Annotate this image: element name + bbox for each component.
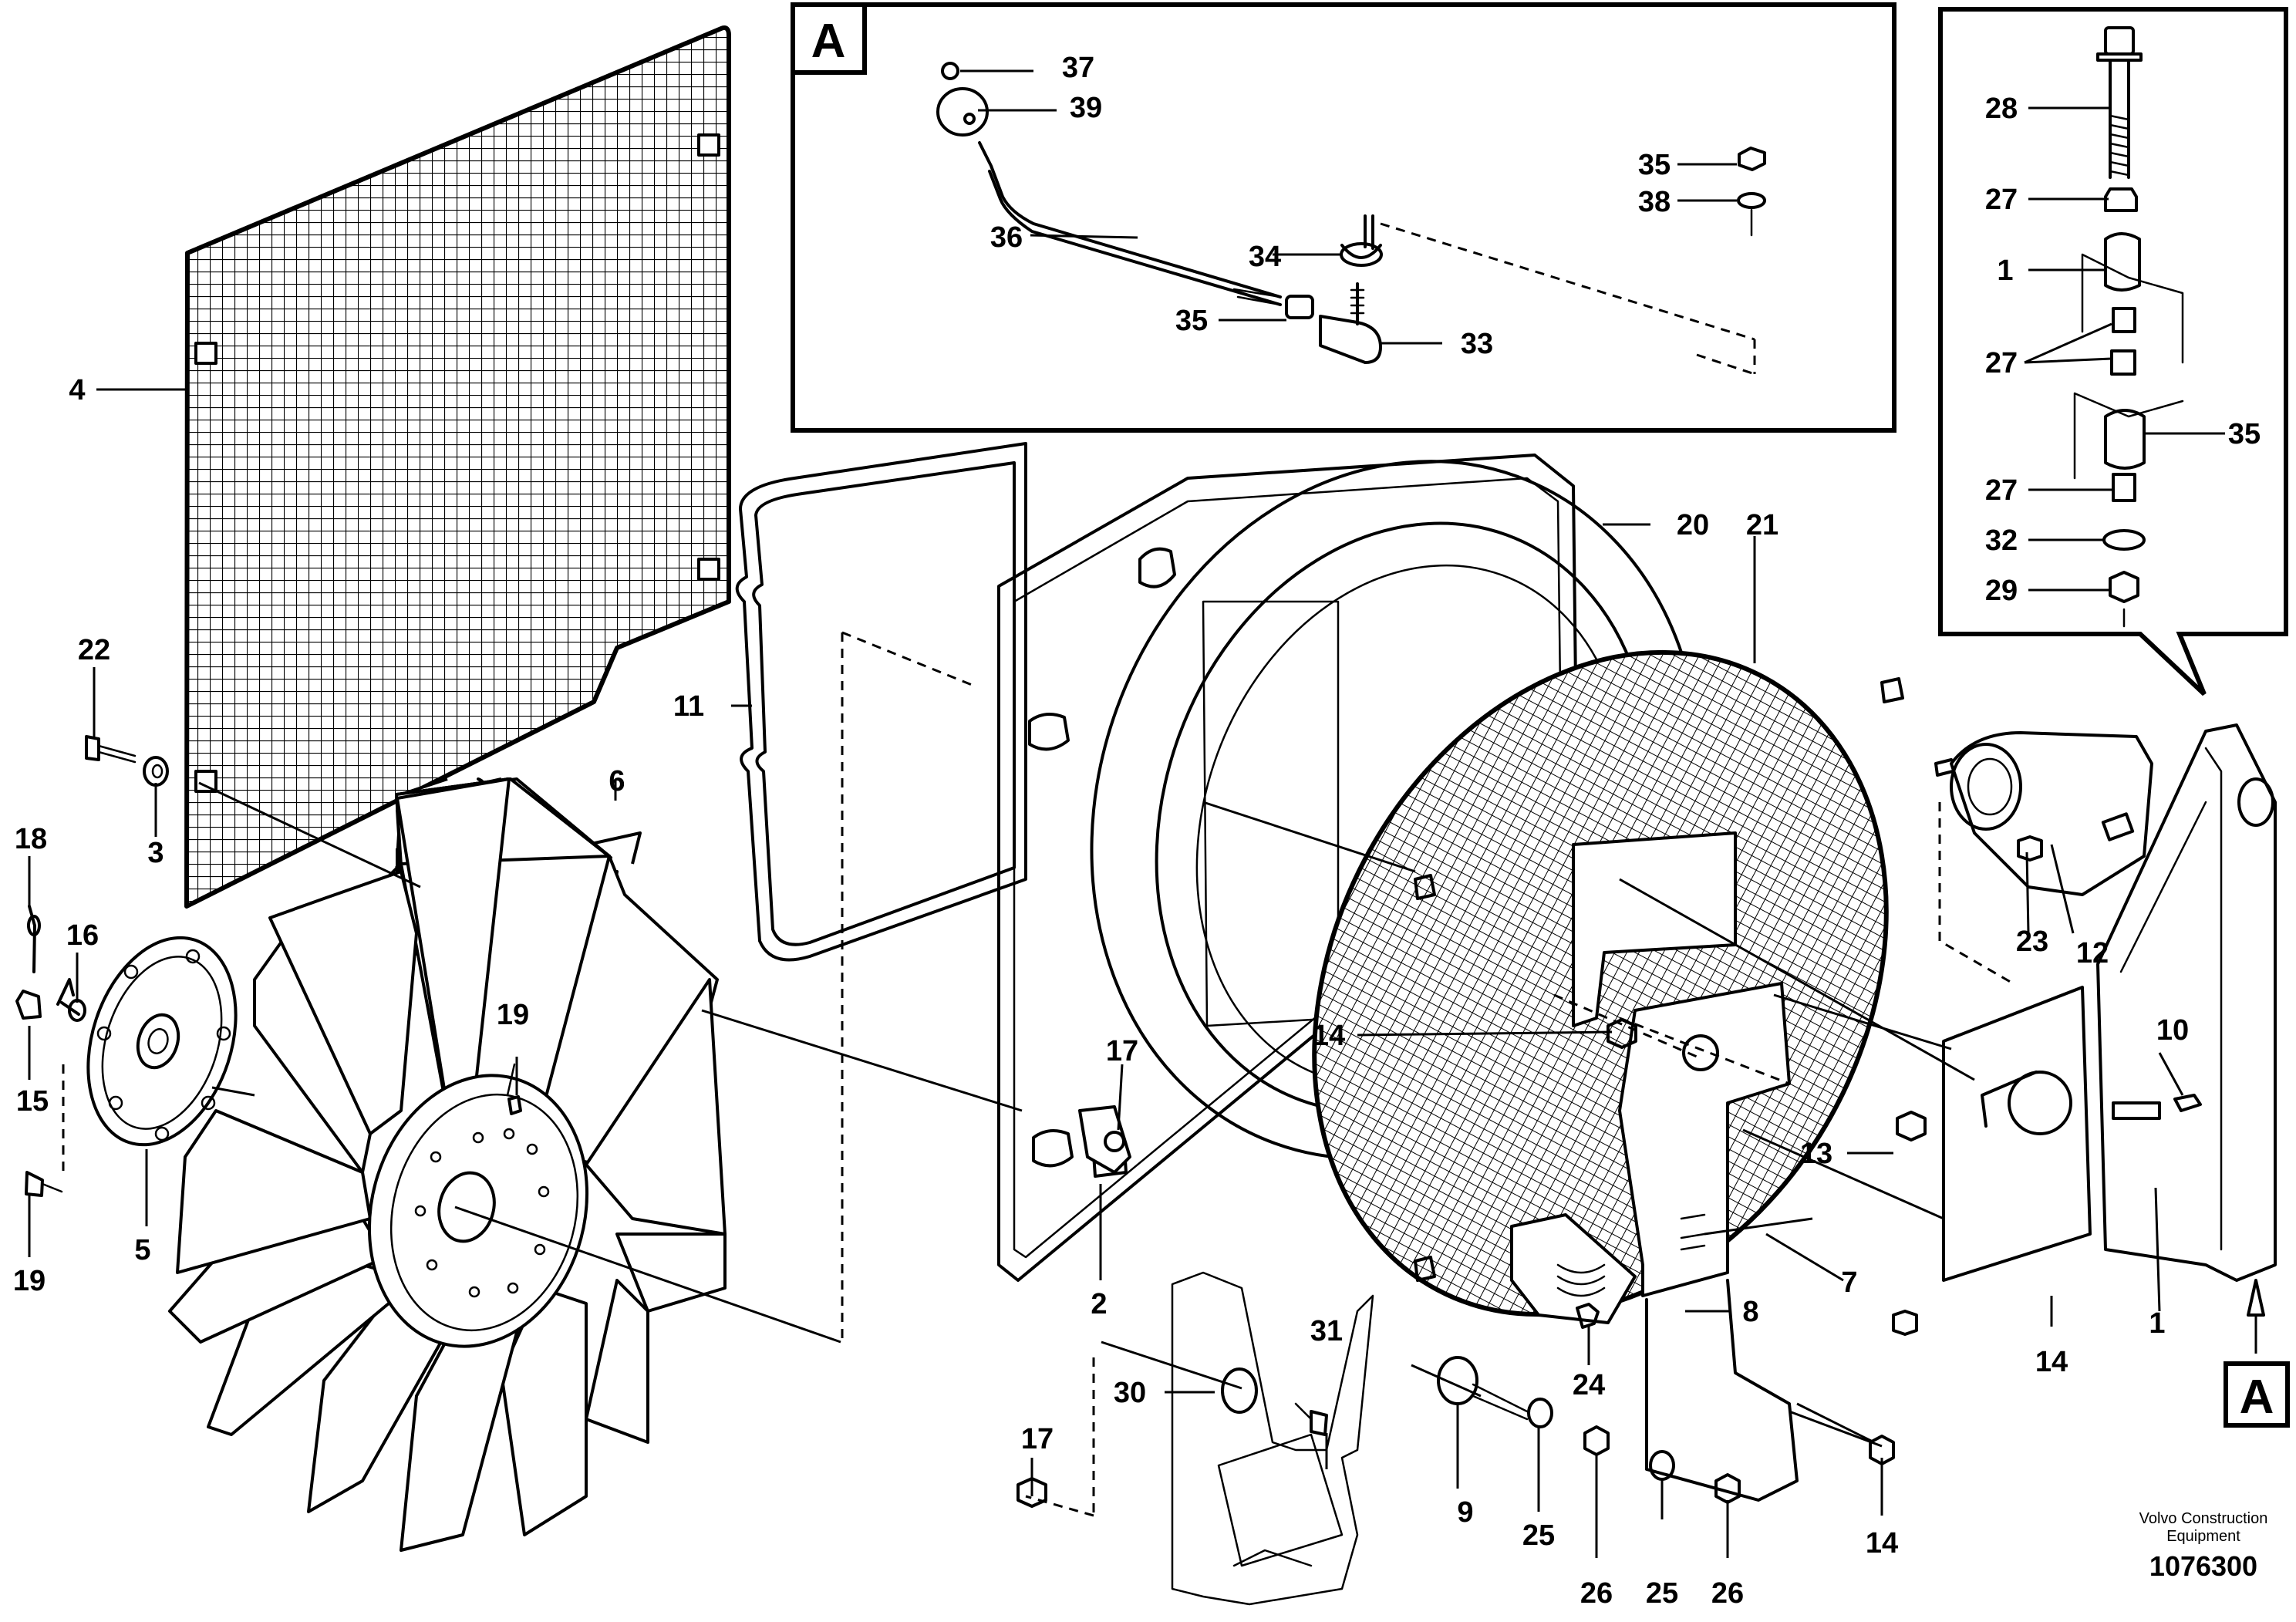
callout-25-right: 25	[1646, 1577, 1678, 1610]
callout-33: 33	[1461, 328, 1493, 360]
chassis-bracket	[1171, 1271, 1374, 1606]
callout-27-low: 27	[1985, 474, 2018, 507]
callout-14-plate: 14	[1313, 1020, 1345, 1052]
callout-23: 23	[2016, 926, 2048, 958]
callout-14-bottom: 14	[1866, 1527, 1898, 1560]
bolt-washer-22-3	[85, 735, 169, 787]
callout-leaders	[28, 388, 2257, 1558]
reference-a: A	[2224, 1279, 2290, 1428]
callout-26-right: 26	[1711, 1577, 1744, 1610]
callout-27-top: 27	[1985, 184, 2018, 216]
callout-9: 9	[1457, 1496, 1473, 1529]
bracket-2	[1078, 1105, 1131, 1174]
callout-35-bushing: 35	[2228, 418, 2261, 450]
callout-7: 7	[1841, 1266, 1857, 1299]
callout-5: 5	[134, 1234, 150, 1266]
callout-labels: 37 39 36 34 35 33 35 38 28 27 1 27 35 27…	[13, 52, 2261, 1610]
callout-17-shroud: 17	[1106, 1035, 1138, 1067]
callout-10: 10	[2156, 1014, 2189, 1047]
brand-line-1: Volvo Construction	[2139, 1510, 2268, 1527]
bolt-28-drawing	[2073, 26, 2184, 628]
gasket-frame	[735, 442, 1027, 962]
callout-8: 8	[1742, 1296, 1758, 1328]
callout-26-left: 26	[1580, 1577, 1613, 1610]
brand-line-2: Equipment	[2166, 1528, 2240, 1545]
callout-13: 13	[1800, 1138, 1832, 1170]
motor-plate	[1942, 986, 2161, 1282]
callout-32: 32	[1985, 524, 2018, 557]
document-number: 1076300	[2149, 1550, 2257, 1582]
callout-36: 36	[990, 221, 1023, 254]
callout-17-bottom: 17	[1021, 1423, 1054, 1455]
callout-19-left: 19	[13, 1265, 46, 1297]
fan-coupling-disc	[15, 905, 238, 1197]
callout-19-hub: 19	[497, 999, 529, 1031]
side-bracket	[2096, 723, 2277, 1282]
callout-35-inset: 35	[1175, 305, 1208, 337]
callout-11: 11	[673, 690, 704, 723]
callout-30: 30	[1114, 1377, 1146, 1409]
mounting-plate	[1510, 982, 1799, 1502]
footer: Volvo Construction Equipment 1076300	[2139, 1510, 2268, 1582]
callout-20: 20	[1677, 509, 1709, 541]
callout-37: 37	[1062, 52, 1094, 84]
callout-1-inset: 1	[1997, 255, 2013, 287]
callout-14-right: 14	[2035, 1346, 2068, 1378]
callout-1-bracket: 1	[2149, 1307, 2165, 1340]
rod-assembly-drawing	[936, 62, 1766, 376]
callout-29: 29	[1985, 575, 2018, 607]
callout-6: 6	[609, 765, 625, 798]
callout-18: 18	[15, 823, 47, 855]
callout-15: 15	[16, 1085, 49, 1118]
callout-35-washer: 35	[1638, 149, 1671, 181]
callout-21: 21	[1746, 509, 1778, 541]
callout-22: 22	[78, 634, 110, 666]
callout-12: 12	[2076, 937, 2109, 969]
callout-16: 16	[66, 919, 99, 952]
callout-2: 2	[1091, 1288, 1107, 1320]
callout-24: 24	[1573, 1369, 1605, 1401]
grille-panel	[184, 25, 731, 909]
callout-31: 31	[1310, 1315, 1343, 1347]
callout-3: 3	[147, 837, 164, 869]
callout-25-left: 25	[1522, 1519, 1555, 1552]
callout-28: 28	[1985, 93, 2018, 125]
lower-hardware	[1017, 835, 2202, 1508]
detail-inset-column	[1938, 7, 2288, 696]
reference-label: A	[2240, 1371, 2274, 1424]
fan-guard-mesh	[1312, 649, 1904, 1317]
callout-38: 38	[1638, 186, 1671, 218]
callout-39: 39	[1070, 92, 1102, 124]
detail-inset-a: A	[791, 2, 1896, 433]
hydraulic-motor	[1934, 731, 2153, 896]
construction-lines	[62, 631, 2014, 1517]
callout-34: 34	[1249, 241, 1281, 273]
main-leaders	[198, 781, 1975, 1448]
callout-4: 4	[69, 374, 85, 406]
callout-27-mid: 27	[1985, 347, 2018, 379]
fan-hub	[367, 1063, 589, 1348]
inset-label: A	[811, 15, 846, 68]
